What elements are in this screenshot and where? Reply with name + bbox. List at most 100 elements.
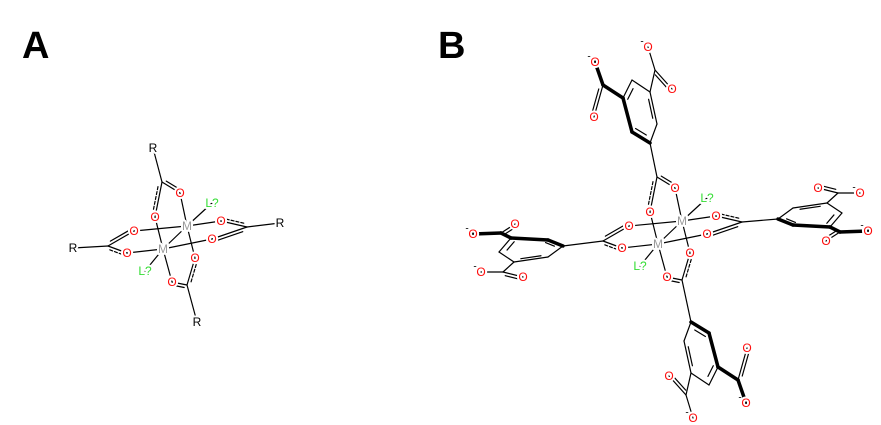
metal-bond [674, 187, 683, 222]
ring-bond [498, 251, 515, 263]
aromatic-inner-bond [634, 127, 647, 136]
ring-bond [689, 320, 711, 335]
ring-bond [792, 202, 828, 209]
metal-atom: M [158, 242, 168, 256]
carbonyl-bond [500, 223, 516, 234]
ring-bond [683, 321, 692, 342]
ring-bond [777, 207, 794, 220]
carbonyl-oxygen: O [664, 369, 673, 383]
ring-bond [649, 91, 658, 125]
carboxylate-bond [220, 220, 248, 228]
carbonyl-double-bond [821, 185, 837, 190]
carboxylate-bond [828, 225, 842, 234]
ring-bond [547, 245, 564, 258]
r-group: R [276, 216, 285, 230]
oxygen-atom: O [670, 181, 679, 195]
metal-bond [649, 211, 659, 245]
carboxylate-bond [685, 394, 694, 419]
metal-bond [657, 233, 708, 245]
metal-bond [621, 243, 659, 249]
oxygen-atom: O [129, 224, 138, 238]
panel-label-a: A [22, 25, 49, 67]
carboxylate-oxygen: O [688, 411, 697, 425]
carboxylate-bond [107, 230, 135, 247]
oxygen-atom: O [624, 219, 633, 233]
negative-charge: - [587, 52, 590, 63]
oxygen-atom: O [711, 209, 720, 223]
carboxylate-oxygen: O [590, 55, 599, 69]
oxygen-atom: O [216, 214, 225, 228]
oxygen-atom: O [190, 251, 199, 265]
carbonyl-bond [593, 84, 604, 118]
ring-bond [690, 372, 710, 386]
delocalized-bond [190, 262, 198, 283]
ring-bond [513, 256, 549, 263]
ring-bond [509, 236, 550, 242]
ring-bond [630, 130, 652, 145]
carbonyl-oxygen: O [510, 217, 519, 231]
r-group: R [69, 241, 78, 255]
aryl-bond [562, 240, 604, 247]
carboxylate-bond [649, 69, 656, 93]
ring-bond [631, 79, 651, 93]
carboxylate-bond [647, 46, 656, 71]
aromatic-inner-bond [799, 205, 821, 210]
ring-bond [829, 212, 843, 228]
negative-charge: - [738, 393, 741, 404]
axial-ligand: L? [138, 264, 152, 278]
carbonyl-oxygen: O [518, 270, 527, 284]
ring-bond [546, 238, 565, 248]
carboxylate-bond [471, 231, 503, 236]
carboxylate-bond [154, 181, 163, 218]
ring-bond [776, 217, 795, 227]
oxygen-atom: O [645, 205, 654, 219]
negative-charge: - [860, 221, 863, 232]
metal-bond [681, 197, 708, 222]
aromatic-inner-bond [826, 214, 835, 224]
carboxylate-bond [666, 276, 683, 281]
carbonyl-oxygen: O [667, 82, 676, 96]
metal-bond [186, 202, 213, 227]
oxygen-atom: O [122, 246, 131, 260]
axial-ligand: L? [633, 259, 647, 273]
metal-bond [639, 243, 659, 267]
aromatic-inner-bond [520, 255, 542, 260]
aryl-bond [681, 279, 692, 323]
carbonyl-bond [825, 231, 841, 242]
carboxylate-oxygen: O [855, 186, 864, 200]
ring-bond [791, 223, 832, 229]
ring-bond [621, 96, 634, 134]
carboxylate-bond [602, 240, 623, 249]
carboxylate-bond [107, 245, 128, 254]
metal-bond [162, 238, 213, 250]
carboxylate-double-bond [660, 175, 675, 185]
aromatic-inner-bond [707, 365, 714, 377]
carbonyl-bond [654, 69, 673, 90]
metal-atom: M [182, 219, 192, 233]
r-bond [246, 222, 281, 228]
carboxylate-bond [171, 281, 188, 286]
carbonyl-double-bond [504, 275, 520, 280]
carboxylate-double-bond [165, 180, 180, 190]
carbonyl-double-bond [654, 74, 668, 89]
carboxylate-double-bond [712, 226, 739, 236]
carbonyl-bond [817, 187, 839, 194]
delocalized-bond [152, 186, 159, 212]
carboxylate-bond [826, 192, 839, 204]
carbonyl-oxygen: O [813, 181, 822, 195]
r-bond [186, 284, 198, 323]
delocalized-bond [685, 257, 693, 278]
aryl-bond [649, 142, 658, 178]
ring-bond [707, 331, 720, 369]
carboxylate-bond [502, 261, 515, 273]
carboxylate-bond [602, 225, 630, 242]
carbonyl-oxygen: O [589, 110, 598, 124]
delocalized-bond [719, 213, 740, 219]
carbonyl-double-bond [825, 230, 837, 238]
carbonyl-double-bond [504, 227, 516, 235]
r-bond [72, 245, 109, 249]
carboxylate-double-bond [109, 230, 130, 242]
aryl-bond [741, 218, 779, 223]
carbonyl-bond [502, 271, 524, 278]
